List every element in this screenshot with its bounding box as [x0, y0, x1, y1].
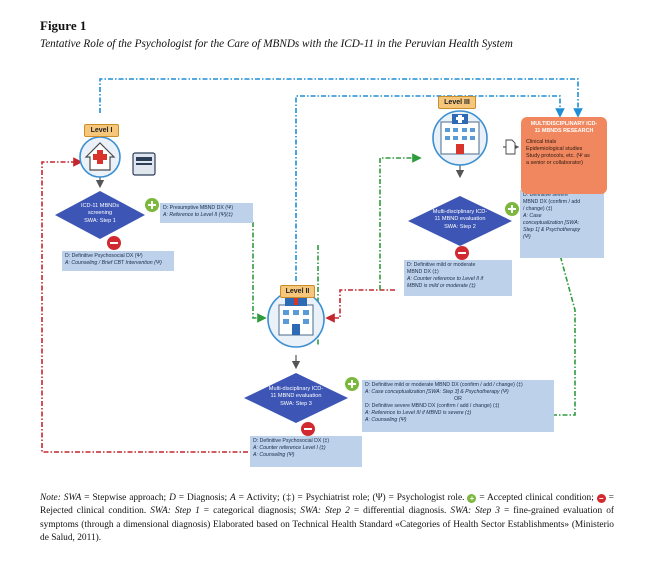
level-2-tag: Level II [280, 285, 315, 298]
diamond-level-2 [244, 373, 348, 423]
level-1-tag: Level I [84, 124, 119, 137]
level-1-reject-box: D: Definitive Psychosocial DX (Ψ) A: Cou… [62, 251, 174, 271]
level-3-reject-box: D: Definitive mild or moderate MBND DX (… [404, 260, 512, 296]
diamond-level-2-text: Multi-disciplinary ICD-11 MBND evaluatio… [268, 386, 324, 407]
research-item: Study protocols, etc. (Ψ as [526, 153, 590, 160]
level-1-accept-box: D: Presumptive MBND DX (Ψ) A: Reference … [160, 203, 253, 223]
level-3-tag: Level III [438, 96, 476, 109]
clinic-building-icon [267, 290, 325, 348]
figure-title: Tentative Role of the Psychologist for t… [40, 38, 513, 50]
research-item: a senior or collaborator) [526, 160, 583, 167]
level-2-accept-box: D: Definitive mild or moderate MBND DX (… [362, 380, 554, 432]
id-card-icon [132, 152, 156, 176]
plus-icon [145, 198, 519, 391]
research-title: MULTIDISCIPLINARY ICD-11 MBNDS RESEARCH [530, 121, 598, 135]
red-reject-paths [41, 157, 395, 453]
document-icon [505, 139, 516, 155]
hospital-icon [79, 136, 121, 178]
green-accept-paths [252, 153, 576, 416]
research-item: Epidemiological studies [526, 145, 583, 152]
diamond-level-3 [408, 196, 512, 246]
diamond-level-3-text: Multi-disciplinary ICD-11 MBND evaluatio… [432, 209, 488, 230]
hospital-building-icon [432, 110, 488, 166]
research-item: Clinical trials [526, 138, 557, 145]
figure-label: Figure 1 [40, 18, 87, 33]
minus-icon [107, 236, 469, 436]
level-2-reject-box: D: Definitive Psychosocial DX (‡) A: Cou… [250, 436, 362, 467]
accept-symbol-icon: + [467, 494, 477, 503]
figure-note: Note: SWA = Stepwise approach; D = Diagn… [40, 493, 615, 544]
diamond-level-1 [55, 191, 145, 239]
reject-symbol-icon: − [596, 494, 606, 503]
research-box: MULTIDISCIPLINARY ICD-11 MBNDS RESEARCH … [521, 117, 607, 194]
level-3-accept-box: D: Definitive severe MBND DX (confirm / … [520, 190, 604, 258]
